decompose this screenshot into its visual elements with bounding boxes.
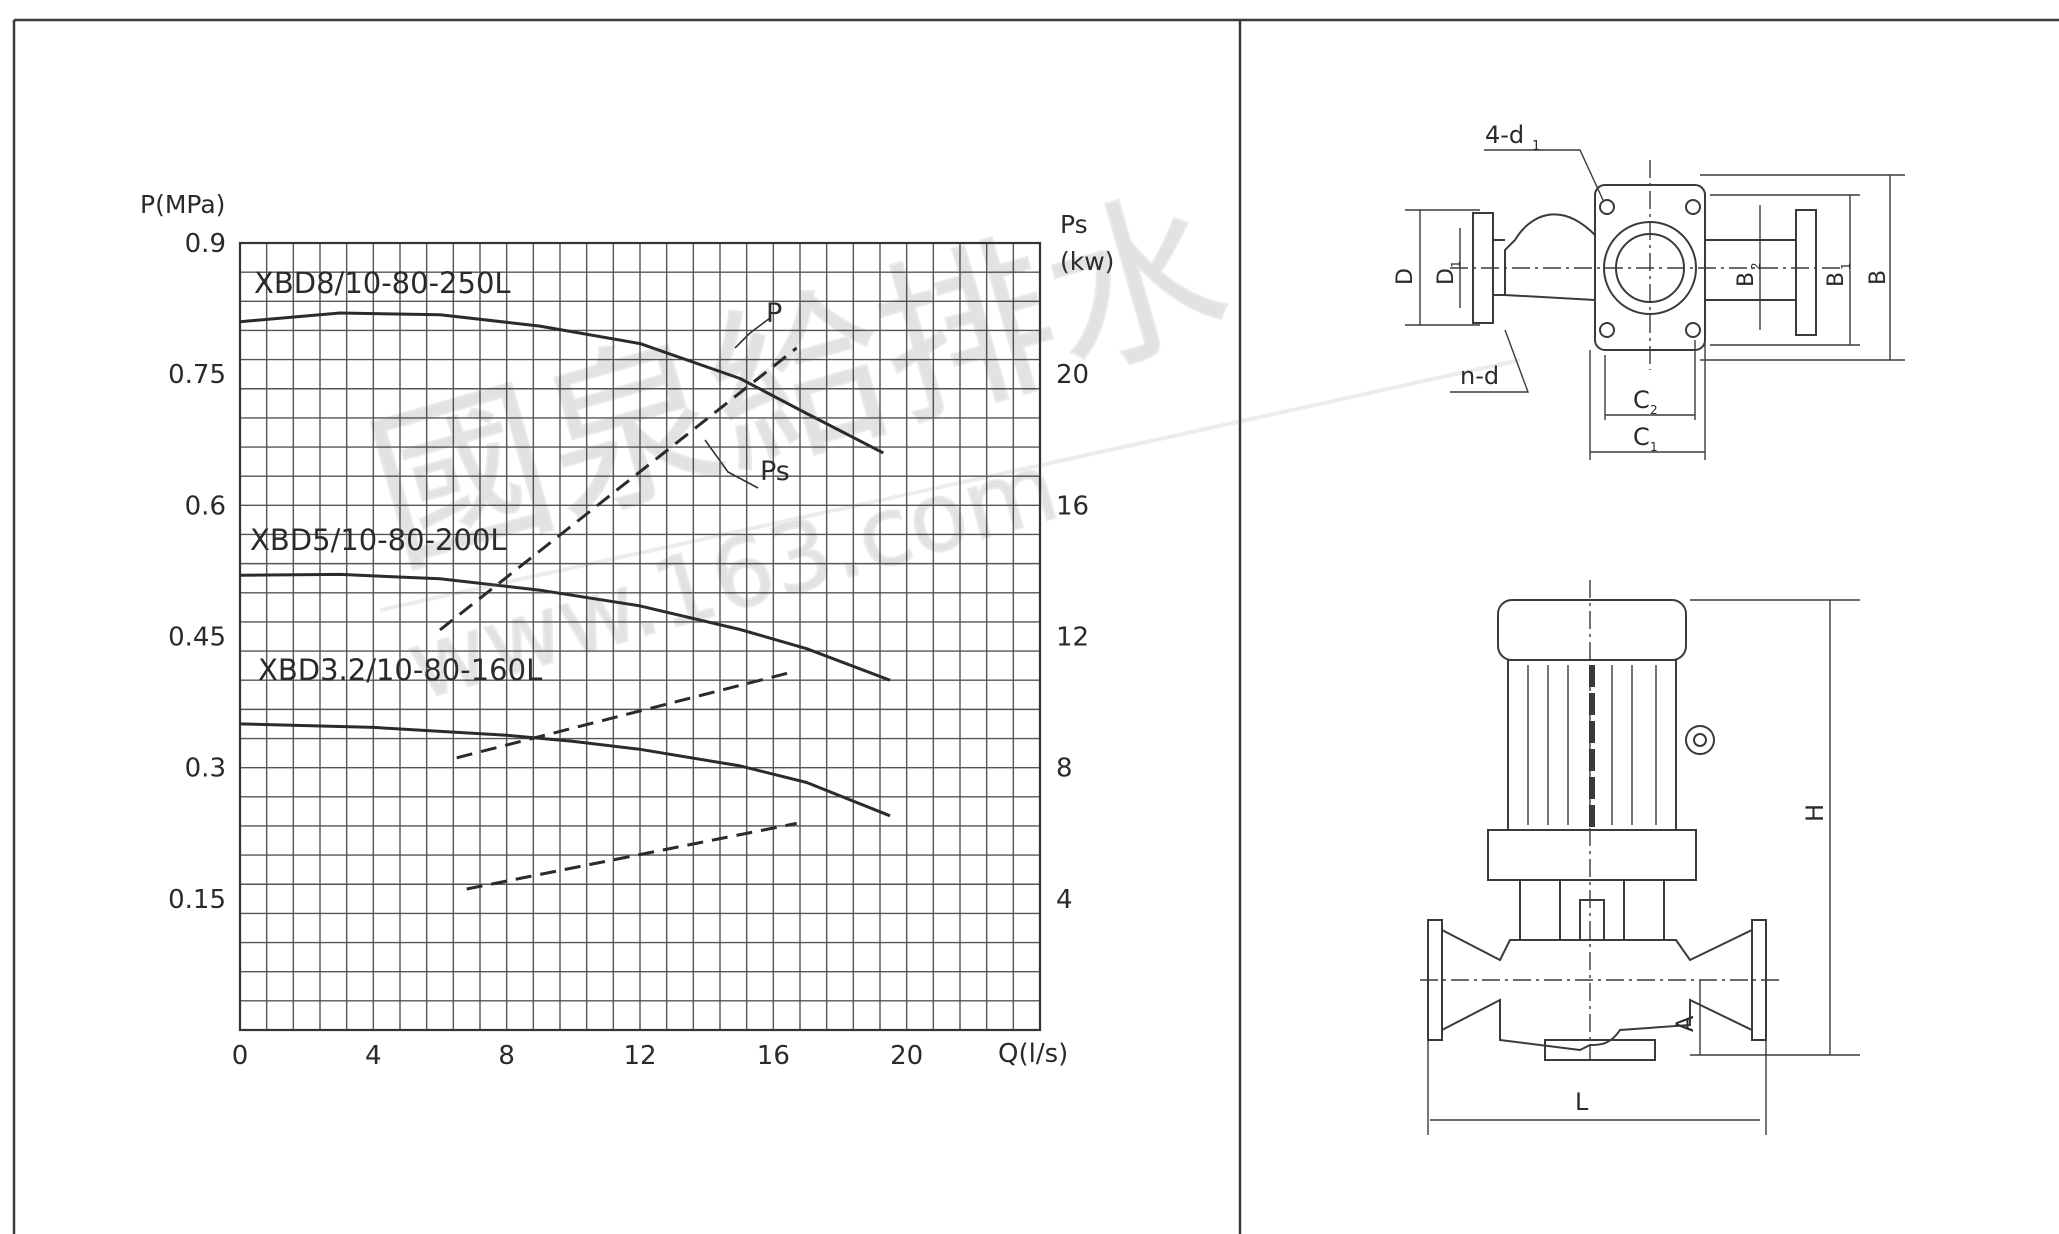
right-tick-label: 20 bbox=[1056, 360, 1089, 390]
label-bolt-holes: 4-d bbox=[1485, 121, 1524, 149]
right-tick-label: 12 bbox=[1056, 623, 1089, 653]
left-tick-label: 0.75 bbox=[168, 360, 226, 390]
power-curve-callout: Ps bbox=[760, 456, 790, 487]
x-tick-label: 8 bbox=[498, 1041, 515, 1071]
left-tick-labels: 0.15 0.3 0.45 0.6 0.75 0.9 bbox=[168, 229, 226, 915]
label-c2-sub: 2 bbox=[1650, 403, 1658, 417]
label-height: H bbox=[1801, 804, 1829, 822]
plot-frame bbox=[238, 241, 1042, 1032]
pressure-curve-callout: P bbox=[766, 298, 782, 329]
model-label-1: XBD8/10-80-250L bbox=[254, 266, 511, 300]
pump-top-view-drawing bbox=[1405, 149, 1905, 460]
pump-side-view-drawing bbox=[1420, 580, 1860, 1135]
label-c1-sub: 1 bbox=[1650, 440, 1658, 454]
label-length: L bbox=[1575, 1088, 1589, 1116]
x-tick-label: 12 bbox=[623, 1041, 656, 1071]
watermark: 國泉給排水 www.163.com bbox=[350, 163, 1521, 723]
label-b2: B bbox=[1734, 272, 1759, 287]
pressure-curve-1 bbox=[239, 311, 884, 455]
left-tick-label: 0.9 bbox=[185, 229, 226, 259]
x-tick-labels: 0 4 8 12 16 20 bbox=[232, 1041, 923, 1071]
side-view-labels: H L A bbox=[1575, 804, 1829, 1116]
pressure-curves bbox=[239, 311, 891, 818]
label-b: B bbox=[1866, 270, 1891, 285]
x-tick-label: 0 bbox=[232, 1041, 249, 1071]
right-tick-label: 8 bbox=[1056, 754, 1073, 784]
label-b1-sub: 1 bbox=[1839, 262, 1853, 270]
chart-grid bbox=[239, 242, 1041, 1031]
power-curve-2 bbox=[456, 671, 791, 760]
label-inlet-holes: n-d bbox=[1460, 362, 1499, 390]
performance-chart: 0.15 0.3 0.45 0.6 0.75 0.9 4 8 12 16 20 0 4 8 12 16 20… bbox=[140, 190, 1114, 1071]
y-axis-right-label-line2: (kw) bbox=[1060, 247, 1114, 276]
top-view-labels: 4-d 1 n-d D D 1 B 2 B 1 B C 2 C 1 bbox=[1393, 121, 1891, 454]
y-axis-right-label-line1: Ps bbox=[1060, 210, 1088, 239]
x-tick-label: 20 bbox=[890, 1041, 923, 1071]
x-tick-label: 16 bbox=[757, 1041, 790, 1071]
label-d-inner: D bbox=[1434, 268, 1459, 285]
label-d-outer: D bbox=[1393, 268, 1418, 285]
label-c2: C bbox=[1633, 386, 1650, 414]
model-label-3: XBD3.2/10-80-160L bbox=[258, 653, 542, 687]
left-tick-label: 0.15 bbox=[168, 885, 226, 915]
right-tick-label: 4 bbox=[1056, 885, 1073, 915]
label-d-inner-sub: 1 bbox=[1449, 260, 1463, 268]
page-frame bbox=[12, 18, 2059, 1234]
left-tick-label: 0.3 bbox=[185, 754, 226, 784]
label-b1: B bbox=[1824, 272, 1849, 287]
power-curves bbox=[439, 346, 798, 891]
left-tick-label: 0.6 bbox=[185, 491, 226, 521]
label-bolt-holes-sub: 1 bbox=[1532, 139, 1540, 154]
y-axis-left-label: P(MPa) bbox=[140, 190, 225, 219]
model-label-2: XBD5/10-80-200L bbox=[250, 523, 507, 557]
x-axis-label: Q(l/s) bbox=[998, 1039, 1068, 1069]
label-axis-height: A bbox=[1671, 1015, 1699, 1032]
label-c1: C bbox=[1633, 423, 1650, 451]
pressure-curve-3 bbox=[239, 722, 891, 818]
x-tick-label: 4 bbox=[365, 1041, 382, 1071]
curve-callouts bbox=[704, 317, 771, 489]
right-tick-label: 16 bbox=[1056, 491, 1089, 521]
chart-axes bbox=[238, 241, 1042, 1032]
right-tick-labels: 4 8 12 16 20 bbox=[1056, 360, 1089, 915]
label-b2-sub: 2 bbox=[1749, 262, 1763, 270]
left-tick-label: 0.45 bbox=[168, 623, 226, 653]
power-curve-3 bbox=[466, 821, 797, 891]
power-curve-1 bbox=[439, 346, 798, 632]
pressure-curve-2 bbox=[239, 572, 891, 682]
